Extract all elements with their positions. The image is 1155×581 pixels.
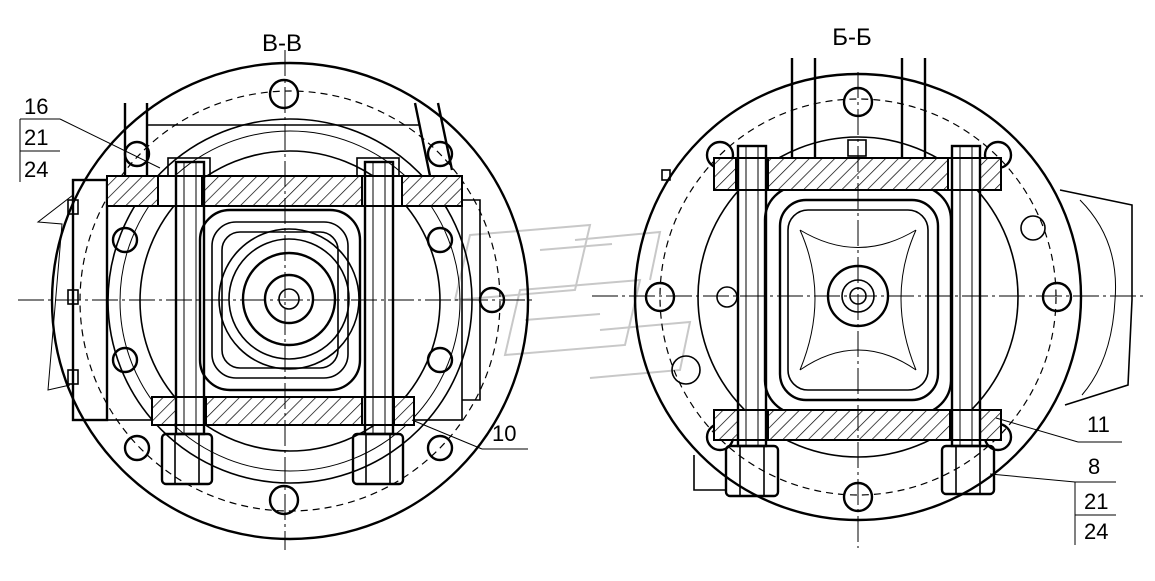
callout-8-21-24: 8 21 24 (989, 454, 1116, 545)
bolt-circle-right (659, 98, 1057, 496)
callout-label: 21 (1084, 489, 1108, 514)
flange-holes-left (111, 78, 506, 516)
section-title-v-v: В-В (262, 30, 302, 57)
nuts-right (724, 444, 996, 498)
section-view-b-b (592, 58, 1145, 548)
nuts-left (160, 432, 405, 486)
callout-10: 10 (411, 419, 528, 450)
section-view-v-v (18, 50, 532, 550)
callout-16-21-24: 16 21 24 (19, 94, 161, 182)
bolt-circle-left (79, 90, 501, 512)
callout-11: 11 (995, 412, 1122, 443)
callout-label: 24 (1084, 519, 1108, 544)
outer-flange-left (50, 61, 530, 541)
callout-label: 11 (1087, 412, 1110, 437)
callout-label: 10 (492, 421, 516, 446)
studs-left (167, 157, 400, 436)
callout-label: 21 (24, 125, 48, 150)
callout-label: 24 (24, 157, 48, 182)
side-housing-right (1059, 189, 1133, 406)
callout-label: 8 (1088, 454, 1100, 479)
callout-label: 16 (24, 94, 48, 119)
section-title-b-b: Б-Б (832, 24, 872, 51)
watermark-logo (453, 223, 692, 379)
